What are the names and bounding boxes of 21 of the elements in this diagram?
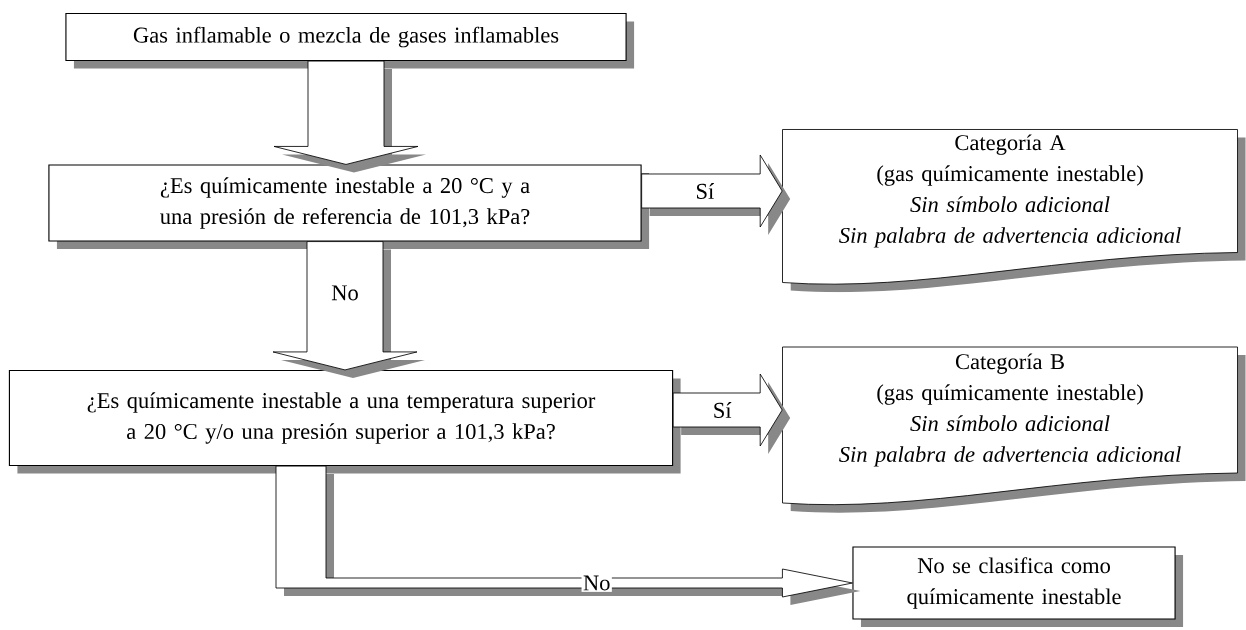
edge-label: No bbox=[329, 284, 361, 302]
node-label: Sin palabra de advertencia adicional bbox=[839, 446, 1181, 467]
node-label: (gas químicamente inestable) bbox=[877, 384, 1143, 405]
node-label: Categoría B bbox=[955, 353, 1064, 374]
node-label: Sin palabra de advertencia adicional bbox=[839, 227, 1181, 248]
document-box: Categoría B (gas químicamente inestable) Sin símbolo adicional Sin palabra de advertencia adicional bbox=[782, 346, 1246, 513]
node-label: Categoría A bbox=[955, 134, 1066, 155]
edge-label: No bbox=[581, 574, 612, 592]
node-label: Sin símbolo adicional bbox=[910, 415, 1110, 432]
block-arrow bbox=[273, 60, 426, 173]
block-arrow bbox=[641, 154, 791, 235]
process-box: ¿Es químicamente inestable a una temperatura superior a 20 °C y/o una presión superior a 101,3 kPa? bbox=[8, 369, 681, 474]
process-box: Gas inflamable o mezcla de gases inflamables bbox=[65, 12, 635, 69]
document-box: Categoría A (gas químicamente inestable) Sin símbolo adicional Sin palabra de advertencia adicional bbox=[782, 129, 1246, 293]
process-box: No se clasifica como químicamente inestable bbox=[852, 546, 1184, 627]
node-label: (gas químicamente inestable) bbox=[877, 165, 1143, 186]
block-arrow bbox=[272, 241, 425, 378]
node-label: Sin símbolo adicional bbox=[910, 196, 1110, 213]
block-arrow bbox=[672, 373, 791, 454]
block-arrow bbox=[275, 465, 861, 605]
process-box: ¿Es químicamente inestable a 20 °C y a una presión de referencia de 101,3 kPa? bbox=[48, 164, 650, 249]
